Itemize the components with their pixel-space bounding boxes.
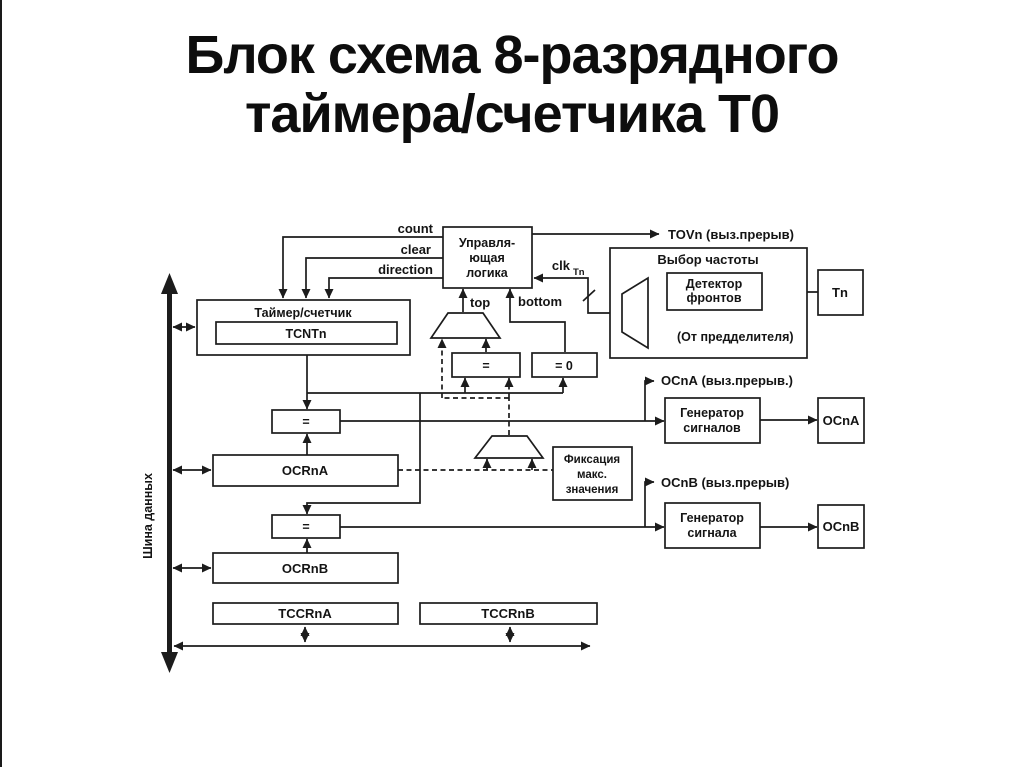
block-ocrb: OCRnB — [212, 552, 399, 584]
data-bus: Шина данных — [141, 273, 591, 673]
fixation-line3: значения — [566, 484, 619, 496]
top-mux — [429, 312, 502, 339]
wire-rail-to-eqb — [302, 393, 421, 515]
clk-sub-label: Tn — [573, 267, 585, 278]
wire-ocnb-interrupt — [644, 477, 655, 527]
block-ocra: OCRnA — [212, 454, 399, 487]
wire-bottom — [505, 288, 566, 352]
block-timer-counter: Таймер/счетчик TCNTn — [196, 299, 411, 356]
wire-ocna-interrupt — [644, 376, 655, 421]
eq-b-label: = — [302, 520, 309, 534]
eq-top-label: = — [482, 359, 489, 373]
tn-pin-label: Tn — [832, 285, 848, 300]
control-logic-line1: Управля- — [459, 236, 515, 250]
top-label: top — [470, 295, 490, 310]
eq-a-label: = — [302, 415, 309, 429]
tov-interrupt-label: TOVn (выз.прерыв) — [668, 227, 794, 242]
fixation-line1: Фиксация — [564, 454, 620, 466]
waveform-a-line2: сигналов — [683, 421, 741, 435]
block-tccra: TCCRnA — [212, 602, 399, 625]
block-ocna-pin: OCnA — [817, 397, 865, 444]
ocna-pin-label: OCnA — [823, 413, 860, 428]
count-label: count — [398, 221, 434, 236]
block-eq-b: = — [271, 514, 341, 539]
slide-title-line1: Блок схема 8-разрядного — [185, 25, 840, 85]
from-prescaler-label: (От предделителя) — [677, 330, 794, 344]
top-value-mux — [473, 435, 545, 459]
clk-label: clk — [552, 258, 571, 273]
data-bus-top-arrow — [161, 273, 178, 294]
block-clock-select: Выбор частоты Детектор фронтов (От предд… — [609, 247, 808, 359]
block-tn-pin: Tn — [817, 269, 864, 316]
wire-clear — [301, 257, 443, 299]
edge-detector-line1: Детектор — [686, 277, 743, 291]
block-fixation: Фиксация макс. значения — [552, 446, 633, 501]
wire-direction — [324, 277, 443, 299]
timer-counter-title: Таймер/счетчик — [254, 306, 352, 320]
page-left-border — [0, 0, 2, 767]
waveform-b-line1: Генератор — [680, 511, 744, 525]
wires-solid — [278, 229, 818, 553]
block-ocnb-pin: OCnB — [817, 504, 865, 549]
signal-labels: count clear direction top bottom clk Tn … — [378, 221, 794, 490]
eq-zero-label: = 0 — [555, 359, 573, 373]
fixation-line2: макс. — [577, 469, 607, 481]
block-control-logic: Управля- ющая логика — [442, 226, 533, 289]
block-eq-top: = — [451, 352, 521, 378]
ocnb-pin-label: OCnB — [823, 519, 860, 534]
waveform-a-line1: Генератор — [680, 406, 744, 420]
data-bus-label: Шина данных — [141, 473, 155, 559]
clk-slash-tick — [582, 289, 596, 302]
block-waveform-b: Генератор сигнала — [664, 502, 761, 549]
tccra-label: TCCRnA — [278, 606, 332, 621]
direction-label: direction — [378, 262, 433, 277]
block-eq-a: = — [271, 409, 341, 434]
block-tccrb: TCCRnB — [419, 602, 598, 625]
ocnb-interrupt-label: ОСnB (выз.прерыв) — [661, 475, 789, 490]
edge-detector-line2: фронтов — [686, 291, 741, 305]
block-eq-zero: = 0 — [531, 352, 598, 378]
block-waveform-a: Генератор сигналов — [664, 397, 761, 444]
tcnt-register-label: TCNTn — [286, 327, 327, 341]
ocna-interrupt-label: ОСnА (выз.прерыв.) — [661, 373, 793, 388]
clock-select-title: Выбор частоты — [657, 252, 758, 267]
slide-title: Блок схема 8-разрядного таймера/счетчика… — [0, 25, 1024, 145]
tccrb-label: TCCRnB — [481, 606, 534, 621]
bottom-label: bottom — [518, 294, 562, 309]
waveform-b-line2: сигнала — [687, 526, 737, 540]
ocra-label: OCRnA — [282, 463, 329, 478]
control-logic-line2: ющая — [469, 251, 505, 265]
control-logic-line3: логика — [466, 266, 509, 280]
clear-label: clear — [401, 242, 431, 257]
data-bus-bottom-arrow — [161, 652, 178, 673]
ocrb-label: OCRnB — [282, 561, 328, 576]
wire-count — [278, 236, 443, 299]
clock-select-mux — [621, 276, 649, 350]
slide-title-line2: таймера/счетчика Т0 — [244, 84, 780, 145]
